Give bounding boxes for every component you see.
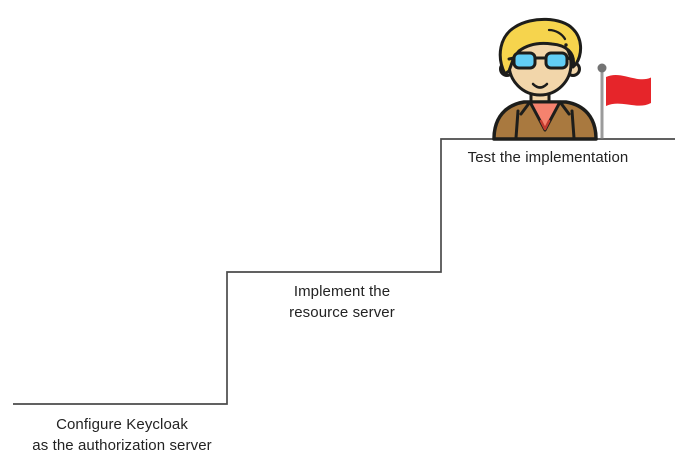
jacket-left-seam bbox=[514, 109, 520, 140]
step-label-line: Test the implementation bbox=[467, 149, 629, 166]
hair-highlight bbox=[547, 28, 567, 41]
shirt-accent bbox=[539, 119, 551, 131]
jacket-lapels bbox=[519, 100, 571, 116]
step-label-configure-keycloak: Configure Keycloak as the authorization … bbox=[10, 414, 234, 456]
step-label-test-implementation: Test the implementation bbox=[436, 147, 660, 168]
glasses-right-lens bbox=[544, 51, 569, 70]
glasses-right-arm bbox=[565, 56, 574, 61]
flag-icon bbox=[597, 63, 651, 139]
step-label-line: as the authorization server bbox=[32, 437, 212, 454]
flag-cloth bbox=[606, 74, 651, 106]
person-icon bbox=[492, 17, 598, 141]
staircase-line bbox=[13, 138, 675, 405]
step-label-implement-resource-server: Implement the resource server bbox=[230, 281, 454, 323]
person-shirt bbox=[528, 100, 562, 132]
step-label-line: Implement the bbox=[293, 283, 391, 300]
person-smile bbox=[531, 82, 549, 89]
step-label-line: Configure Keycloak bbox=[56, 416, 188, 433]
hair-dot bbox=[564, 43, 568, 47]
step-label-line: resource server bbox=[289, 304, 395, 321]
glasses-left-arm bbox=[507, 56, 516, 61]
flag-pole-knob bbox=[597, 63, 607, 73]
jacket-right-seam bbox=[570, 109, 576, 140]
glasses-left-lens bbox=[512, 51, 537, 70]
